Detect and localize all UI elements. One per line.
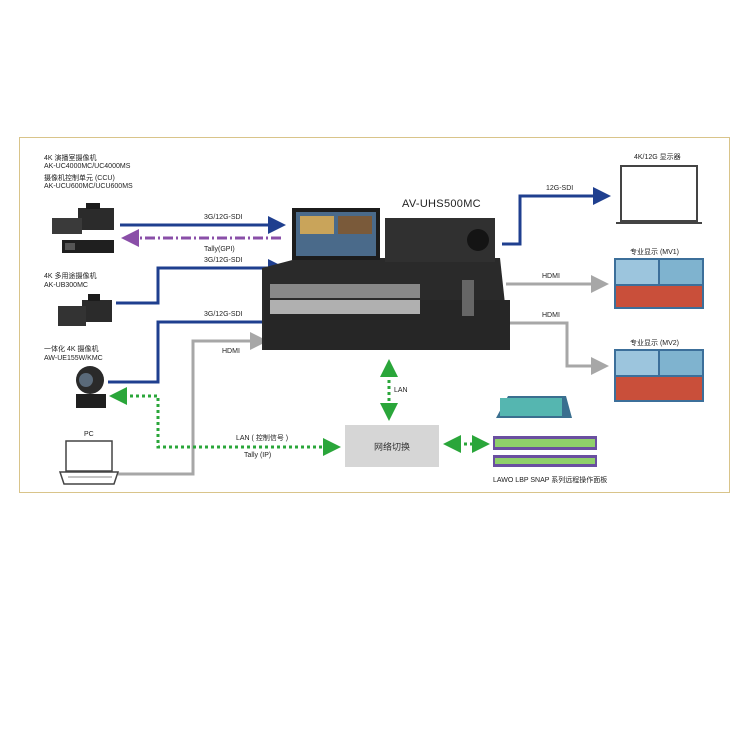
diagram-frame [19, 137, 730, 493]
device-title: AV-UHS500MC [402, 198, 481, 210]
hdmi-mv1-label: HDMI [542, 273, 560, 280]
multi-camera-model: AK-UB300MC [44, 282, 88, 289]
hdmi-mv2-label: HDMI [542, 312, 560, 319]
lawo-strip-icon [493, 436, 597, 467]
studio-camera-title: 4K 演播室摄像机 [44, 155, 97, 162]
tally-ip-label: Tally (IP) [244, 452, 272, 459]
hdmi-in-label: HDMI [222, 348, 240, 355]
multi-camera-icon [58, 294, 112, 326]
sdi-line-3 [108, 313, 286, 384]
ptz-camera-model: AW-UE155W/KMC [44, 355, 103, 362]
switcher-icon [262, 208, 510, 350]
hdmi-mv2-line [510, 321, 609, 375]
laptop-icon [58, 440, 120, 485]
sdi-line-2 [116, 259, 286, 305]
lan-label: LAN [394, 387, 408, 394]
monitor-4k-icon [616, 165, 702, 224]
mv2-label: 专业显示 (MV2) [630, 340, 679, 347]
ccu-models: AK-UCU600MC/UCU600MS [44, 183, 133, 190]
studio-camera-icon [52, 203, 114, 234]
mv1-label: 专业显示 (MV1) [630, 249, 679, 256]
sdi-out-line [502, 187, 611, 246]
ccu-title: 摄像机控制单元 (CCU) [44, 175, 115, 182]
sdi-out-label: 12G-SDI [546, 185, 574, 192]
mv1-screen-icon [614, 258, 704, 309]
sdi-label-1: 3G/12G-SDI [204, 214, 243, 221]
multi-camera-title: 4K 多用途摄像机 [44, 273, 97, 280]
lawo-keypad-icon [496, 396, 572, 418]
network-switch-box: 网络切换 [345, 425, 439, 467]
network-switch-label: 网络切换 [373, 441, 410, 452]
lan-control-label: LAN ( 控制信号 ) [236, 435, 289, 442]
lawo-panel-caption: LAWO LBP SNAP 系列远程操作面板 [493, 477, 608, 484]
sdi-label-2: 3G/12G-SDI [204, 257, 243, 264]
ptz-camera-title: 一体化 4K 摄像机 [44, 346, 99, 353]
studio-camera-models: AK-UC4000MC/UC4000MS [44, 163, 131, 170]
mv2-screen-icon [614, 349, 704, 402]
monitor-4k-label: 4K/12G 显示器 [634, 154, 681, 161]
sdi-label-3: 3G/12G-SDI [204, 311, 243, 318]
lan-ptz-line [109, 387, 341, 456]
pc-label: PC [84, 431, 94, 438]
tally-gpi-label: Tally(GPI) [204, 246, 235, 253]
ptz-camera-icon [76, 366, 106, 408]
ccu-icon [62, 240, 114, 253]
